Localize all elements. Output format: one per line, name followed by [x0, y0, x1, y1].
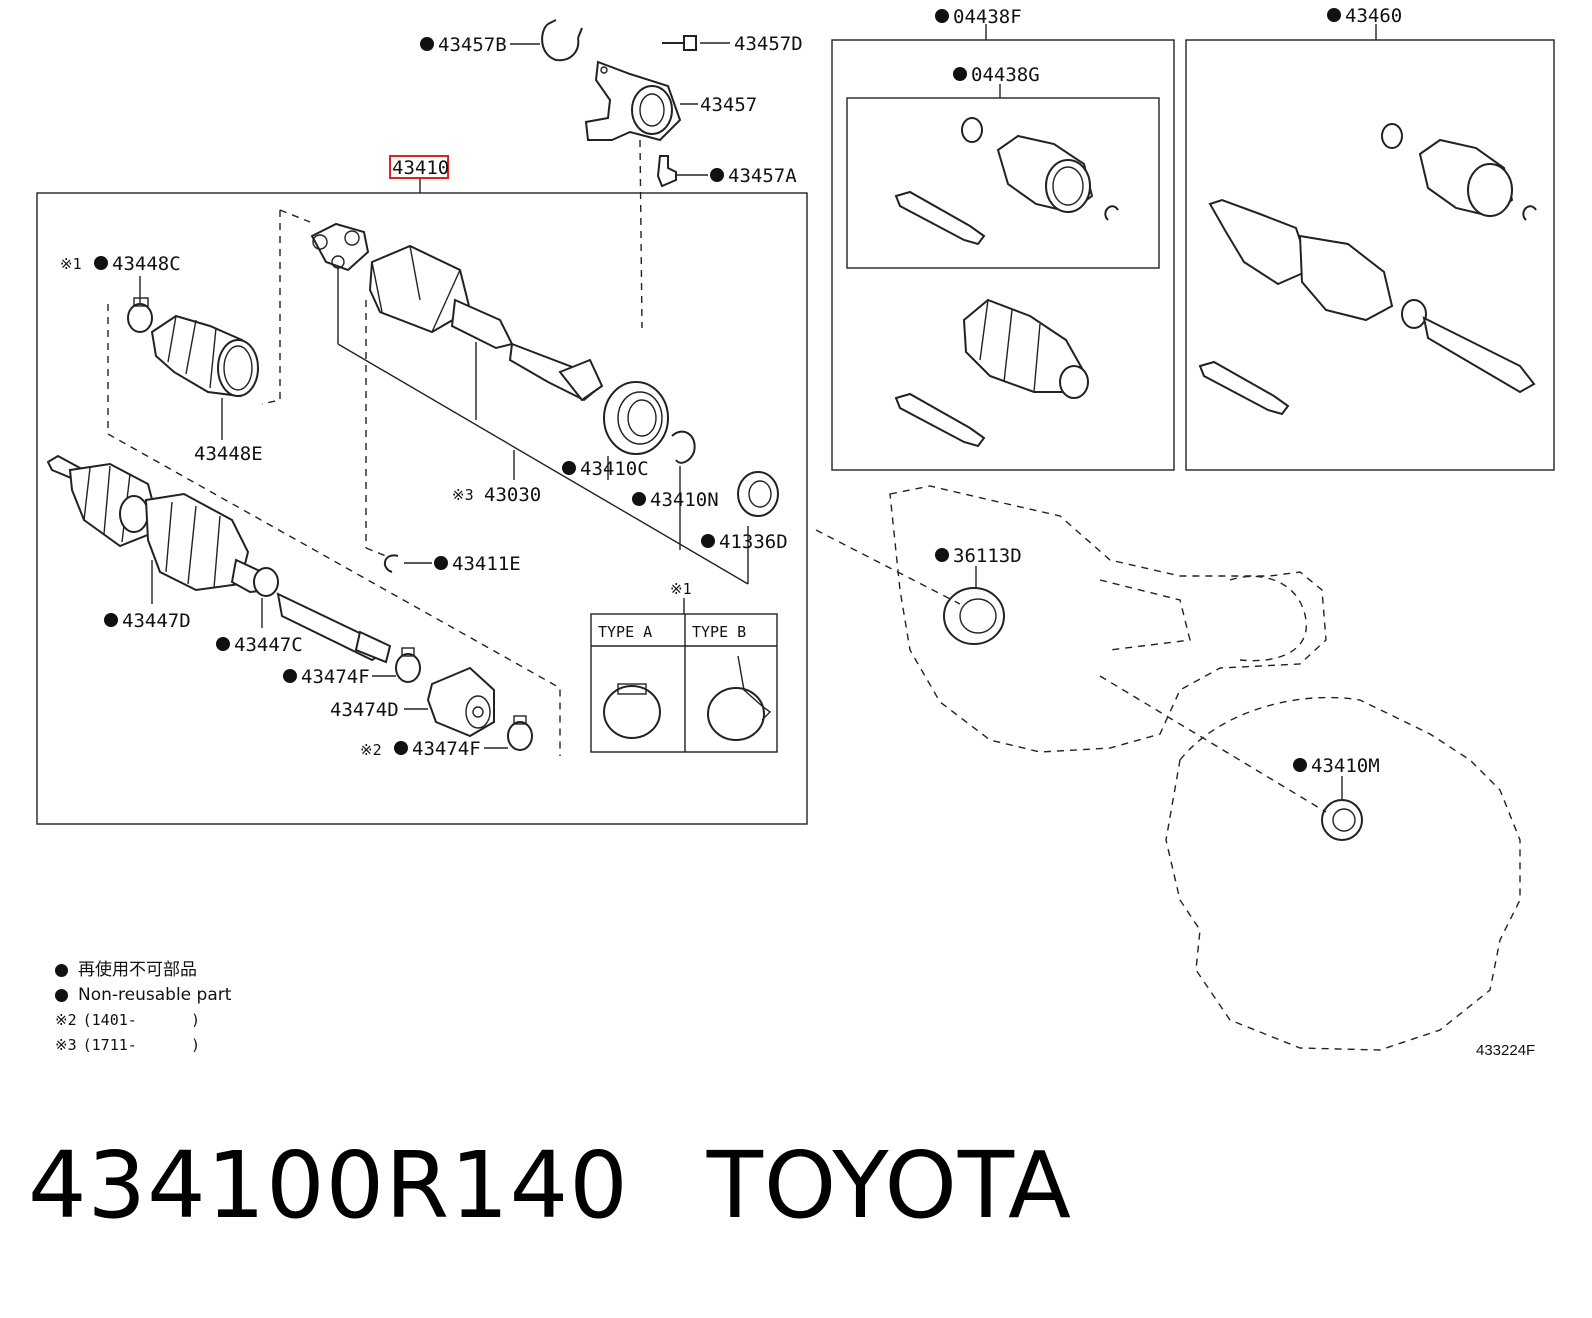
footer: 434100R140 TOYOTA — [28, 1132, 1150, 1239]
label-group-43460[interactable]: 43460 — [1327, 5, 1402, 27]
legend: 再使用不可部品 Non-reusable part ※2 (1401- ) ※3… — [55, 958, 231, 1058]
svg-text:※1: ※1 — [60, 255, 82, 273]
note2-text: (1401- ) — [82, 1011, 201, 1029]
label-group-43030[interactable]: ※3 43030 — [452, 484, 541, 506]
differential-housing — [1165, 696, 1521, 1051]
label-group-43410N[interactable]: 43410N — [632, 489, 719, 511]
legend-row-note3: ※3 (1711- ) — [55, 1033, 231, 1058]
label-group-43447C[interactable]: 43447C — [216, 634, 303, 656]
clip-43457B — [541, 19, 583, 62]
type-a-label: TYPE A — [598, 623, 652, 641]
label-group-36113D[interactable]: 36113D — [935, 545, 1022, 567]
label-group-43457D[interactable]: 43457D — [700, 33, 803, 55]
tripod-joint — [310, 222, 370, 272]
label-group-43410C[interactable]: 43410C — [562, 458, 649, 480]
bracket-43457 — [584, 60, 682, 142]
type-b-clamp — [707, 687, 765, 741]
type-a-clamp — [603, 685, 661, 739]
label-group-43411E[interactable]: 43411E — [434, 553, 521, 575]
part-number: 434100R140 — [28, 1132, 629, 1239]
label-group-41336D[interactable]: 41336D — [701, 531, 788, 553]
kit-04438G-frame — [846, 97, 1160, 269]
svg-text:43457B: 43457B — [438, 34, 507, 56]
label-group-43474D[interactable]: 43474D — [330, 699, 399, 721]
transmission-housing — [889, 485, 1327, 753]
seal-36113D — [943, 587, 1005, 645]
label-group-43457A[interactable]: 43457A — [676, 165, 797, 187]
type-b-label: TYPE B — [692, 623, 746, 641]
svg-text:43447D: 43447D — [122, 610, 191, 632]
svg-text:43411E: 43411E — [452, 553, 521, 575]
label-group-04438G[interactable]: 04438G — [953, 64, 1040, 86]
label-group-43447D[interactable]: 43447D — [104, 610, 191, 632]
kit-04438G-parts — [894, 117, 1119, 246]
bearing-43410C — [603, 381, 669, 455]
clip-43411E — [383, 554, 399, 573]
kit-43460-frame — [1185, 39, 1555, 471]
svg-text:41336D: 41336D — [719, 531, 788, 553]
boot-43448E — [150, 314, 260, 398]
label-group-43457[interactable]: 43457 — [680, 94, 757, 116]
svg-text:04438G: 04438G — [971, 64, 1040, 86]
svg-text:43447C: 43447C — [234, 634, 303, 656]
svg-text:43448E: 43448E — [194, 443, 263, 465]
legend-row-note2: ※2 (1401- ) — [55, 1008, 231, 1033]
label-group-04438F[interactable]: 04438F — [935, 6, 1022, 28]
type-box-note: ※1 — [670, 580, 692, 598]
damper-43474D — [426, 666, 495, 738]
clamp-type-table: TYPE A TYPE B — [590, 613, 778, 753]
snap-ring-43410N — [671, 430, 696, 464]
label-43410[interactable]: 43410 — [392, 157, 449, 179]
note3-text: (1711- ) — [82, 1036, 201, 1054]
inner-joint-housing — [368, 244, 472, 334]
label-group-43410M[interactable]: 43410M — [1293, 755, 1380, 777]
svg-text:43474D: 43474D — [330, 699, 399, 721]
bullet-icon — [55, 989, 68, 1002]
legend-jp-text: 再使用不可部品 — [78, 960, 197, 980]
svg-text:43448C: 43448C — [112, 253, 181, 275]
label-group-43457B[interactable]: 43457B — [420, 34, 540, 56]
seal-41336D — [737, 471, 779, 517]
diagram-code: 433224F — [1476, 1042, 1536, 1059]
bolt-43457D — [662, 35, 697, 51]
svg-text:※3: ※3 — [452, 486, 474, 504]
svg-text:36113D: 36113D — [953, 545, 1022, 567]
highlight-box-43410 — [389, 155, 449, 179]
label-group-43474F-a[interactable]: 43474F — [283, 666, 370, 688]
svg-text:43410N: 43410N — [650, 489, 719, 511]
kit-43460-parts — [1198, 123, 1537, 416]
kit-04438F-parts — [894, 298, 1089, 448]
svg-text:43030: 43030 — [484, 484, 541, 506]
svg-text:43474F: 43474F — [301, 666, 370, 688]
svg-text:04438F: 04438F — [953, 6, 1022, 28]
svg-text:43410C: 43410C — [580, 458, 649, 480]
svg-text:※2: ※2 — [360, 741, 382, 759]
label-group-43474F-b[interactable]: ※2 43474F — [360, 738, 481, 760]
kit-04438F-frame — [831, 39, 1175, 471]
legend-en-text: Non-reusable part — [78, 985, 232, 1005]
shaft-neck — [450, 298, 514, 350]
boot-clamp-43448C — [127, 297, 153, 333]
svg-text:43457: 43457 — [700, 94, 757, 116]
svg-text:43410M: 43410M — [1311, 755, 1380, 777]
legend-row-en: Non-reusable part — [55, 983, 231, 1008]
assembly-43410-frame — [36, 192, 808, 825]
svg-text:43460: 43460 — [1345, 5, 1402, 27]
svg-text:43457D: 43457D — [734, 33, 803, 55]
clamp-43474F-a — [395, 647, 421, 683]
svg-text:43474F: 43474F — [412, 738, 481, 760]
svg-text:43457A: 43457A — [728, 165, 797, 187]
note3-mark: ※3 — [55, 1036, 77, 1054]
outer-joint-shaft — [46, 454, 392, 664]
clamp-43474F-b — [507, 715, 533, 751]
bolt-43457A — [656, 155, 677, 188]
brand-name: TOYOTA — [706, 1132, 1072, 1239]
bullet-icon — [55, 964, 68, 977]
legend-row-jp: 再使用不可部品 — [55, 958, 231, 983]
seal-43410M — [1321, 799, 1363, 841]
label-group-43448C[interactable]: ※1 43448C — [60, 253, 181, 275]
note2-mark: ※2 — [55, 1011, 77, 1029]
label-group-43448E[interactable]: 43448E — [194, 443, 263, 465]
